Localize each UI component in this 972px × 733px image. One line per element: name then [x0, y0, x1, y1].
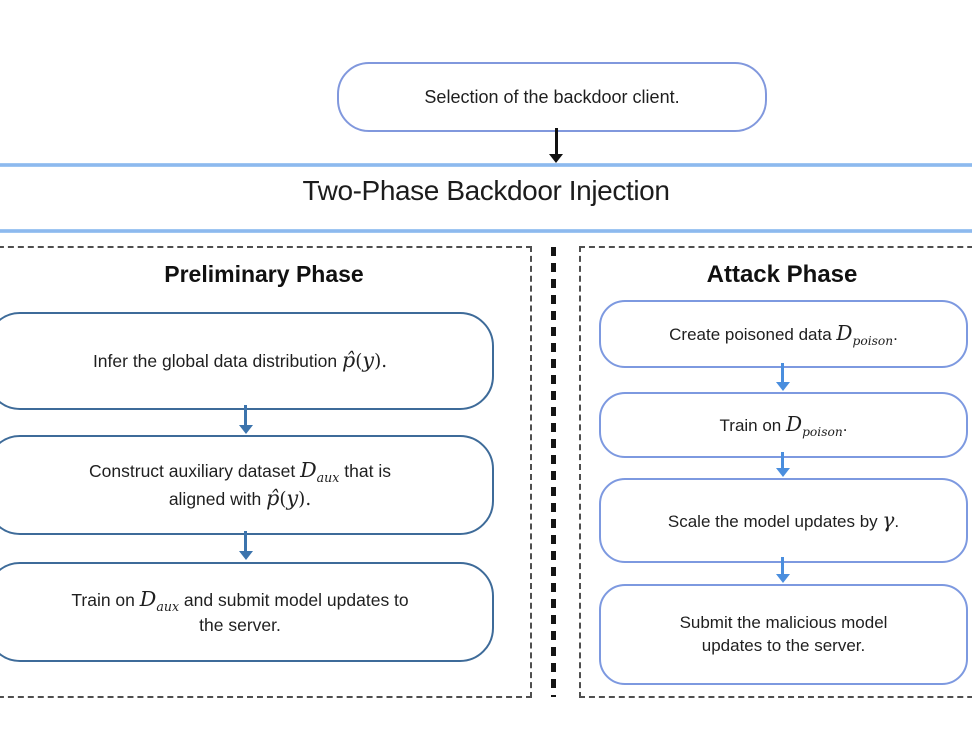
construct-aux-dataset-box: Construct auxiliary dataset Daux that is…	[0, 435, 494, 535]
band-title: Two-Phase Backdoor Injection	[302, 175, 670, 206]
down-arrow-icon	[775, 363, 790, 391]
create-poisoned-data-box: Create poisoned data Dpoison.	[599, 300, 968, 368]
attack-phase-heading: Attack Phase	[706, 261, 858, 288]
down-arrow-icon	[238, 405, 253, 434]
arrow-head	[238, 425, 253, 434]
down-arrow-icon	[775, 557, 790, 583]
down-arrow-icon	[775, 452, 790, 477]
arrow-shaft	[554, 128, 558, 154]
arrow-shaft	[244, 405, 247, 425]
train-aux-submit-box: Train on Daux and submit model updates t…	[0, 562, 494, 662]
attack-phase-panel	[579, 246, 972, 698]
arrow-shaft	[244, 531, 247, 551]
arrow-shaft	[781, 452, 784, 468]
infer-distribution-box: Infer the global data distribution p̂(y)…	[0, 312, 494, 410]
train-on-poison-box: Train on Dpoison.	[599, 392, 968, 458]
down-arrow-icon	[549, 128, 563, 163]
arrow-shaft	[781, 363, 784, 382]
phase-divider	[551, 247, 556, 697]
preliminary-phase-panel	[0, 246, 532, 698]
preliminary-phase-heading: Preliminary Phase	[164, 261, 364, 287]
arrow-head	[775, 468, 790, 477]
arrow-head	[238, 551, 253, 560]
arrow-shaft	[781, 557, 784, 574]
arrow-head	[775, 574, 790, 583]
band-top-line	[0, 163, 972, 167]
scale-updates-box: Scale the model updates by γ.	[599, 478, 968, 563]
selection-step-box: Selection of the backdoor client.	[337, 62, 767, 132]
arrow-head	[549, 154, 563, 163]
down-arrow-icon	[238, 531, 253, 560]
arrow-head	[775, 382, 790, 391]
band-bottom-line	[0, 229, 972, 233]
